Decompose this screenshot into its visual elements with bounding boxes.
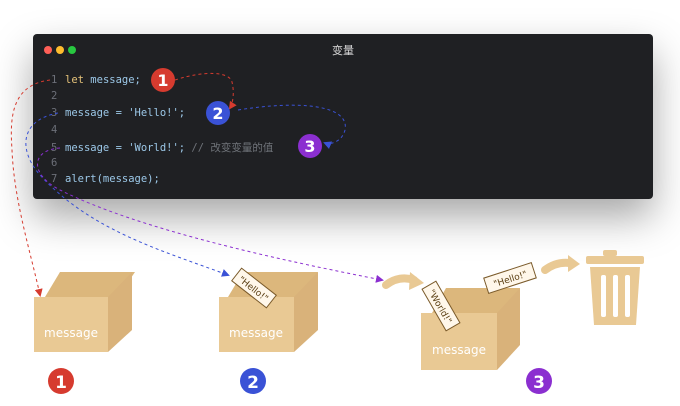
step-badge-2: 2: [240, 368, 266, 394]
close-dot-icon[interactable]: [44, 46, 52, 54]
code-step-badge-1-text: 1: [157, 71, 168, 90]
maximize-dot-icon[interactable]: [68, 46, 76, 54]
arrow-icon-head-2: [568, 255, 580, 272]
line-number: 4: [51, 124, 58, 136]
box-3-label: message: [432, 343, 486, 357]
step-badge-1: 1: [48, 368, 74, 394]
code-line-3: 3 message = 'Hello!';: [51, 107, 185, 123]
code-line-1: 1 let message;: [51, 74, 141, 90]
code-step-badge-2: 2: [206, 101, 230, 125]
box-2: "Hello!" message: [219, 267, 318, 352]
connector-blue-loop: [237, 104, 346, 149]
code-token: // 改变变量的值: [185, 142, 274, 154]
line-number: 6: [51, 157, 58, 169]
code-token: alert(message);: [65, 173, 160, 185]
step-badge-1-text: 1: [55, 373, 67, 393]
step-badge-3: 3: [526, 368, 552, 394]
code-step-badge-3: 3: [298, 134, 322, 158]
code-line-7: 7 alert(message);: [51, 173, 160, 189]
code-token: let: [65, 74, 91, 86]
connector-red-loop: [174, 72, 237, 110]
connector-blue: [25, 112, 230, 277]
box-1: message: [34, 272, 135, 352]
code-token: message = 'World!';: [65, 142, 186, 154]
arrow-icon-head-1: [409, 272, 424, 290]
arrow-icon-2: [541, 258, 574, 274]
connector-purple: [37, 147, 384, 283]
title-bar: 变量: [33, 34, 653, 66]
line-number: 7: [51, 173, 58, 185]
box-2-label: message: [229, 326, 283, 340]
box-1-label: message: [44, 326, 98, 340]
connector-red: [10, 79, 51, 297]
code-token: message = 'Hello!';: [65, 107, 186, 119]
trash-icon: [586, 250, 644, 325]
minimize-dot-icon[interactable]: [56, 46, 64, 54]
line-number: 2: [51, 90, 58, 102]
code-step-badge-1: 1: [151, 68, 175, 92]
box-3: "World!" message: [421, 280, 520, 370]
code-token: message;: [90, 74, 141, 86]
line-number: 3: [51, 107, 58, 119]
line-number: 5: [51, 142, 58, 154]
step-badge-3-text: 3: [533, 373, 545, 393]
window-title: 变量: [332, 44, 354, 57]
code-line-4: 4: [51, 124, 65, 140]
step-badge-2-text: 2: [247, 373, 259, 393]
code-line-2: 2: [51, 90, 65, 106]
code-line-6: 6: [51, 157, 65, 173]
code-step-badge-2-text: 2: [212, 104, 223, 123]
code-step-badge-3-text: 3: [304, 137, 315, 156]
line-number: 1: [51, 74, 58, 86]
code-line-5: 5 message = 'World!'; // 改变变量的值: [51, 140, 273, 156]
